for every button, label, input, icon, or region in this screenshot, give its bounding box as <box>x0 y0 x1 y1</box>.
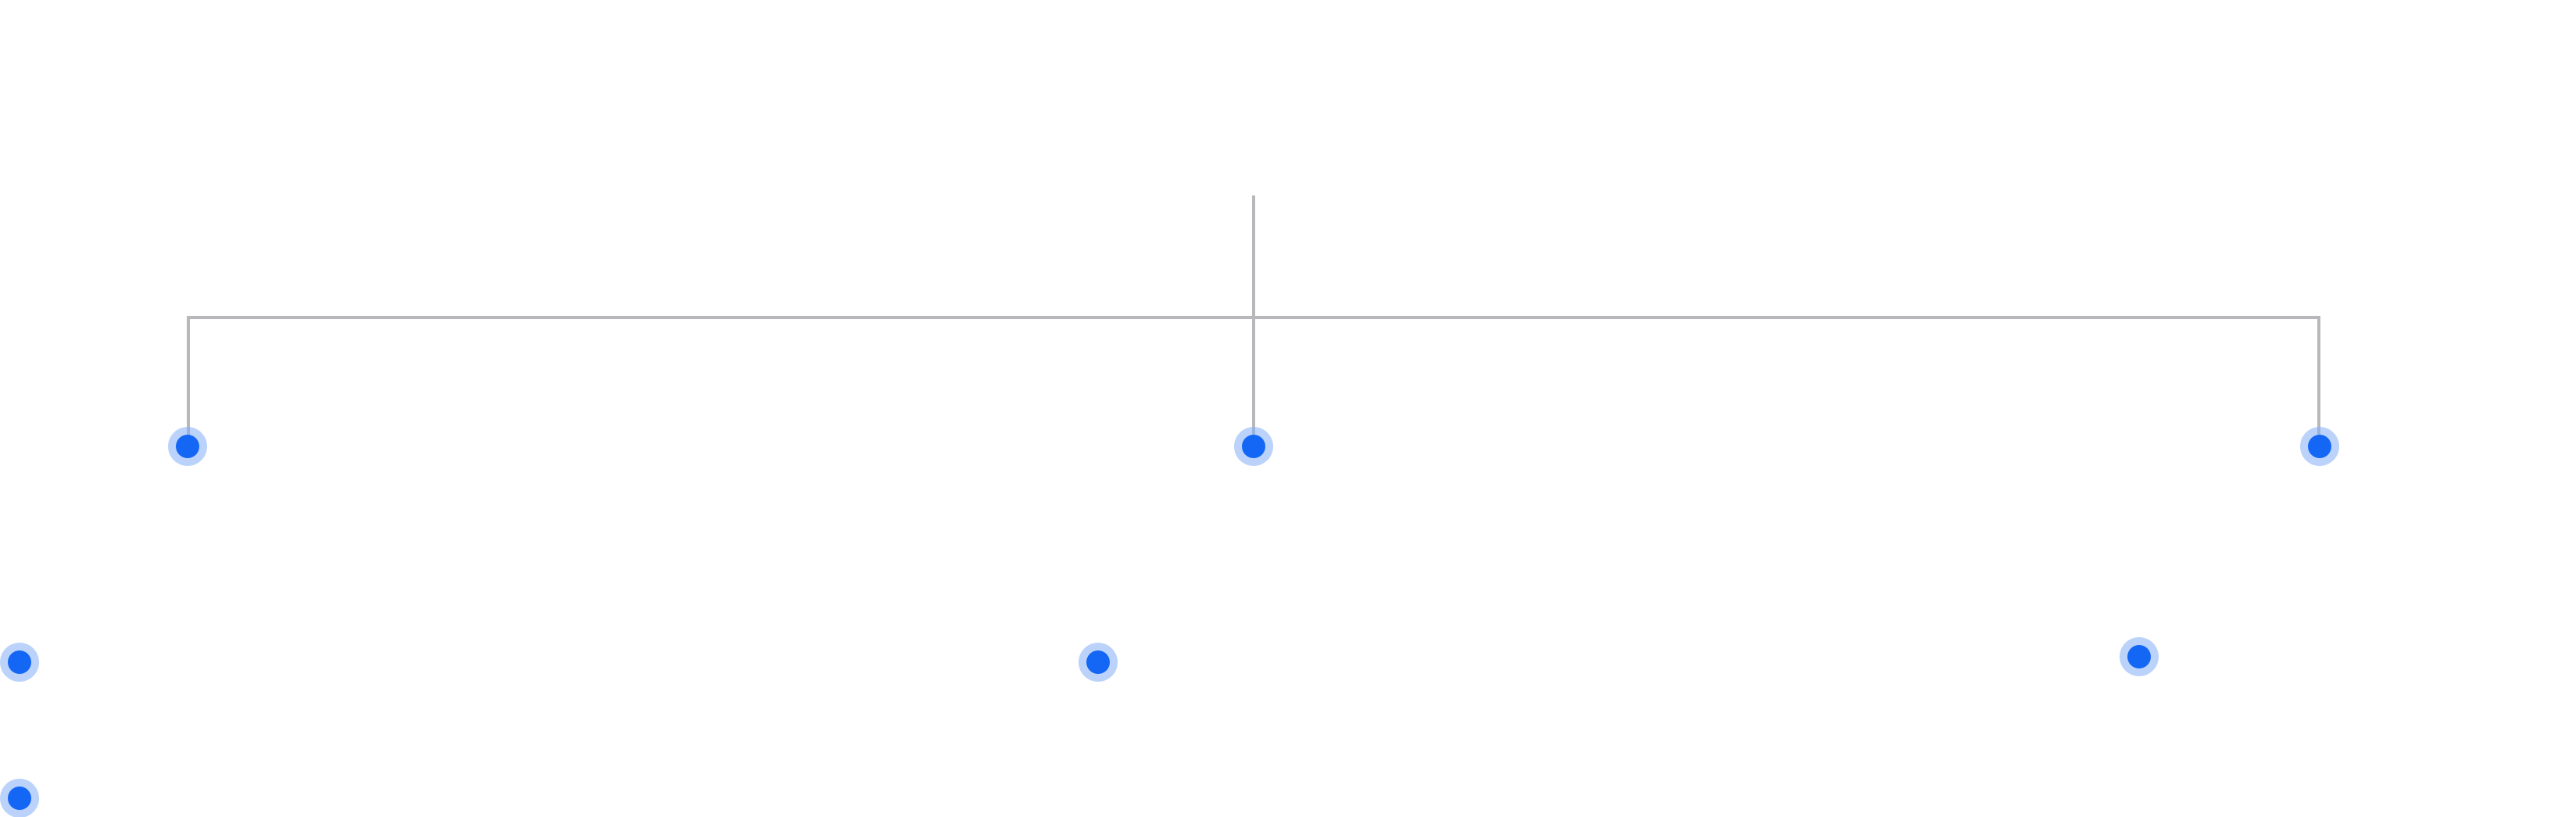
node-dot <box>1086 650 1110 674</box>
node-dot <box>8 787 31 810</box>
node-group <box>0 427 2339 817</box>
node-grandchild-left-a[interactable] <box>0 643 39 682</box>
node-dot <box>1242 435 1265 458</box>
node-child-right[interactable] <box>2300 427 2339 466</box>
node-dot <box>8 650 31 674</box>
node-grandchild-left-b[interactable] <box>0 779 39 817</box>
node-grandchild-center[interactable] <box>1079 643 1118 682</box>
connector-group <box>187 195 2320 436</box>
node-dot <box>176 435 199 458</box>
node-dot <box>2127 645 2151 668</box>
node-dot <box>2308 435 2331 458</box>
node-grandchild-right[interactable] <box>2120 637 2159 676</box>
node-child-center[interactable] <box>1234 427 1273 466</box>
node-child-left[interactable] <box>168 427 207 466</box>
